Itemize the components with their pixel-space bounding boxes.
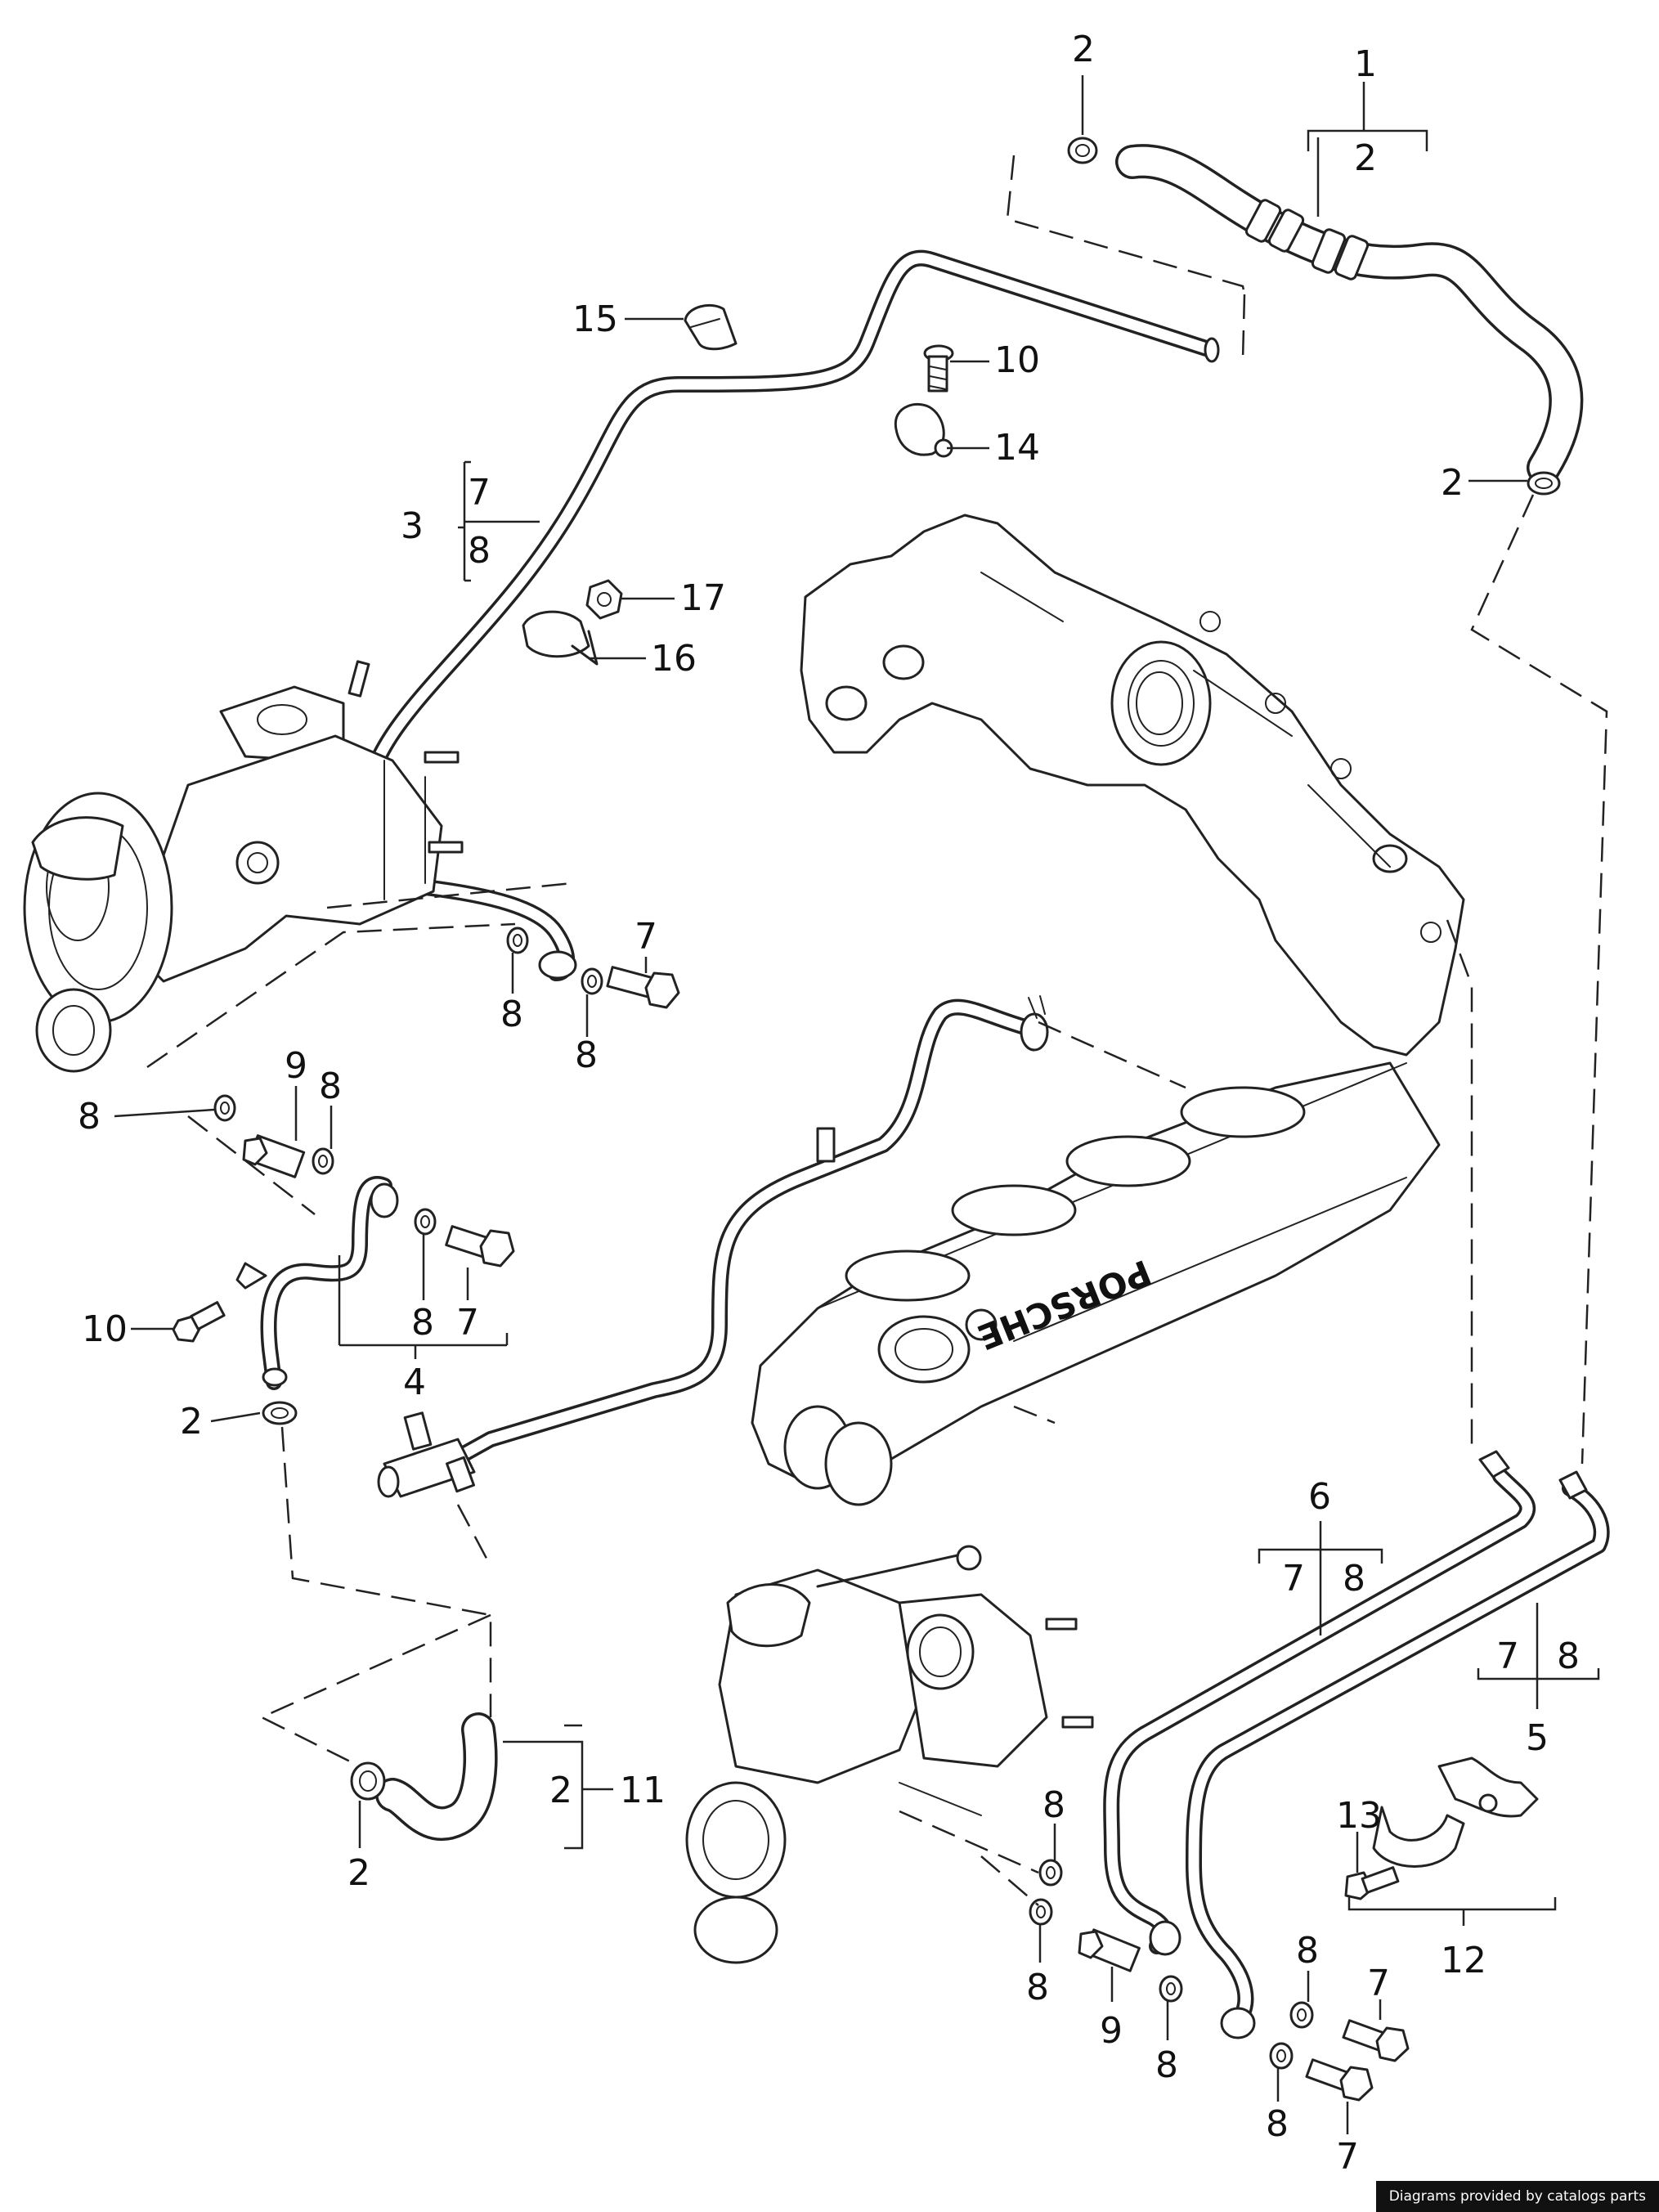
callout-7: 7 [1282,1558,1305,1600]
callout-10: 10 [994,339,1040,381]
intake-manifold [800,514,1465,1057]
callout-13: 13 [1336,1795,1382,1837]
dashed-connection-lines [146,155,1608,1906]
bolt-part-10 [172,1301,226,1343]
callout-2: 2 [1072,29,1095,70]
sealing-washer [213,1094,236,1122]
callout-8: 8 [411,1302,434,1344]
bolt-part-7 [1342,2019,1410,2062]
turbocharger-right [685,1545,1094,1964]
callout-7: 7 [468,472,491,514]
coolant-hose-11 [375,1712,498,1841]
coolant-pipe [377,995,1049,1498]
callout-5: 5 [1526,1717,1549,1759]
sealing-washer [414,1208,437,1236]
callout-2: 2 [180,1401,203,1443]
sealing-washer [1269,2042,1294,2070]
callout-8: 8 [1296,1930,1319,1972]
callout-3: 3 [401,505,424,547]
callout-leader-lines [114,75,1600,2134]
callout-12: 12 [1441,1940,1486,1981]
callout-15: 15 [572,298,618,340]
clip-part-15 [684,303,738,351]
clamp-part-14 [894,402,953,458]
bolt-part-7 [1305,2058,1374,2102]
callout-2: 2 [1441,462,1464,504]
oil-pipe-3 [360,249,1220,981]
callout-2: 2 [347,1852,370,1894]
callout-8: 8 [1266,2103,1289,2145]
pipe-fitting [1478,1450,1588,1500]
sealing-washer [506,927,529,954]
nut-part-17 [585,579,623,620]
engine-cylinder-head: PORSCHE [751,1061,1441,1506]
bracket-part-16 [522,610,599,666]
callout-8: 8 [1026,1967,1049,2008]
oil-pipe-4 [235,1176,399,1390]
callout-6: 6 [1308,1476,1331,1518]
callout-11: 11 [620,1770,666,1811]
sealing-washer [312,1147,334,1175]
hose-clamp [350,1761,386,1801]
oil-pipe-6 [1103,1468,1536,1956]
hose-clamp [1067,137,1098,164]
sealing-washer [1159,1975,1183,2003]
hose-clamp [262,1401,298,1425]
bolt-part-13 [1344,1866,1400,1900]
bolt-part-10 [923,344,954,393]
banjo-bolt-part-9 [242,1134,306,1178]
callout-7: 7 [456,1302,479,1344]
callout-7: 7 [634,916,657,958]
oil-pipe-5 [1186,1480,1610,2039]
bracket-set-12 [1372,1757,1539,1868]
callout-8: 8 [78,1096,101,1137]
callout-8: 8 [575,1034,598,1076]
callout-7: 7 [1496,1635,1519,1677]
callout-7: 7 [1336,2136,1359,2178]
callout-2: 2 [1354,137,1377,179]
sealing-washer [581,967,603,995]
sealing-washer [1038,1859,1063,1887]
diagram-credit: Diagrams provided by catalogs parts [1375,2181,1659,2212]
callout-9: 9 [285,1045,307,1087]
callout-9: 9 [1100,2010,1123,2052]
banjo-bolt-part-9 [1078,1928,1141,1972]
callout-8: 8 [1557,1635,1580,1677]
sealing-washer [1289,2001,1314,2029]
bolt-part-7 [445,1225,515,1268]
callout-4: 4 [403,1362,426,1403]
sealing-washer [1029,1898,1053,1926]
callout-14: 14 [994,427,1040,469]
callout-8: 8 [500,994,523,1035]
bolt-part-7 [606,966,680,1009]
callout-1: 1 [1354,43,1377,85]
callout-8: 8 [1042,1784,1065,1826]
callout-7: 7 [1367,1963,1390,2004]
callout-8: 8 [1343,1558,1365,1600]
coolant-hose-assembly [1115,144,1584,485]
callout-8: 8 [468,530,491,572]
callout-10: 10 [82,1308,128,1350]
callout-17: 17 [680,577,726,619]
callout-labels: 1 2 2 2 15 10 14 3 7 8 17 16 7 8 8 9 8 8… [78,29,1580,2178]
turbocharger-left [23,660,464,1073]
callout-16: 16 [651,638,697,680]
hose-clamp [1527,471,1561,496]
callout-8: 8 [1155,2044,1178,2086]
callout-2: 2 [549,1770,572,1811]
callout-8: 8 [319,1066,342,1107]
